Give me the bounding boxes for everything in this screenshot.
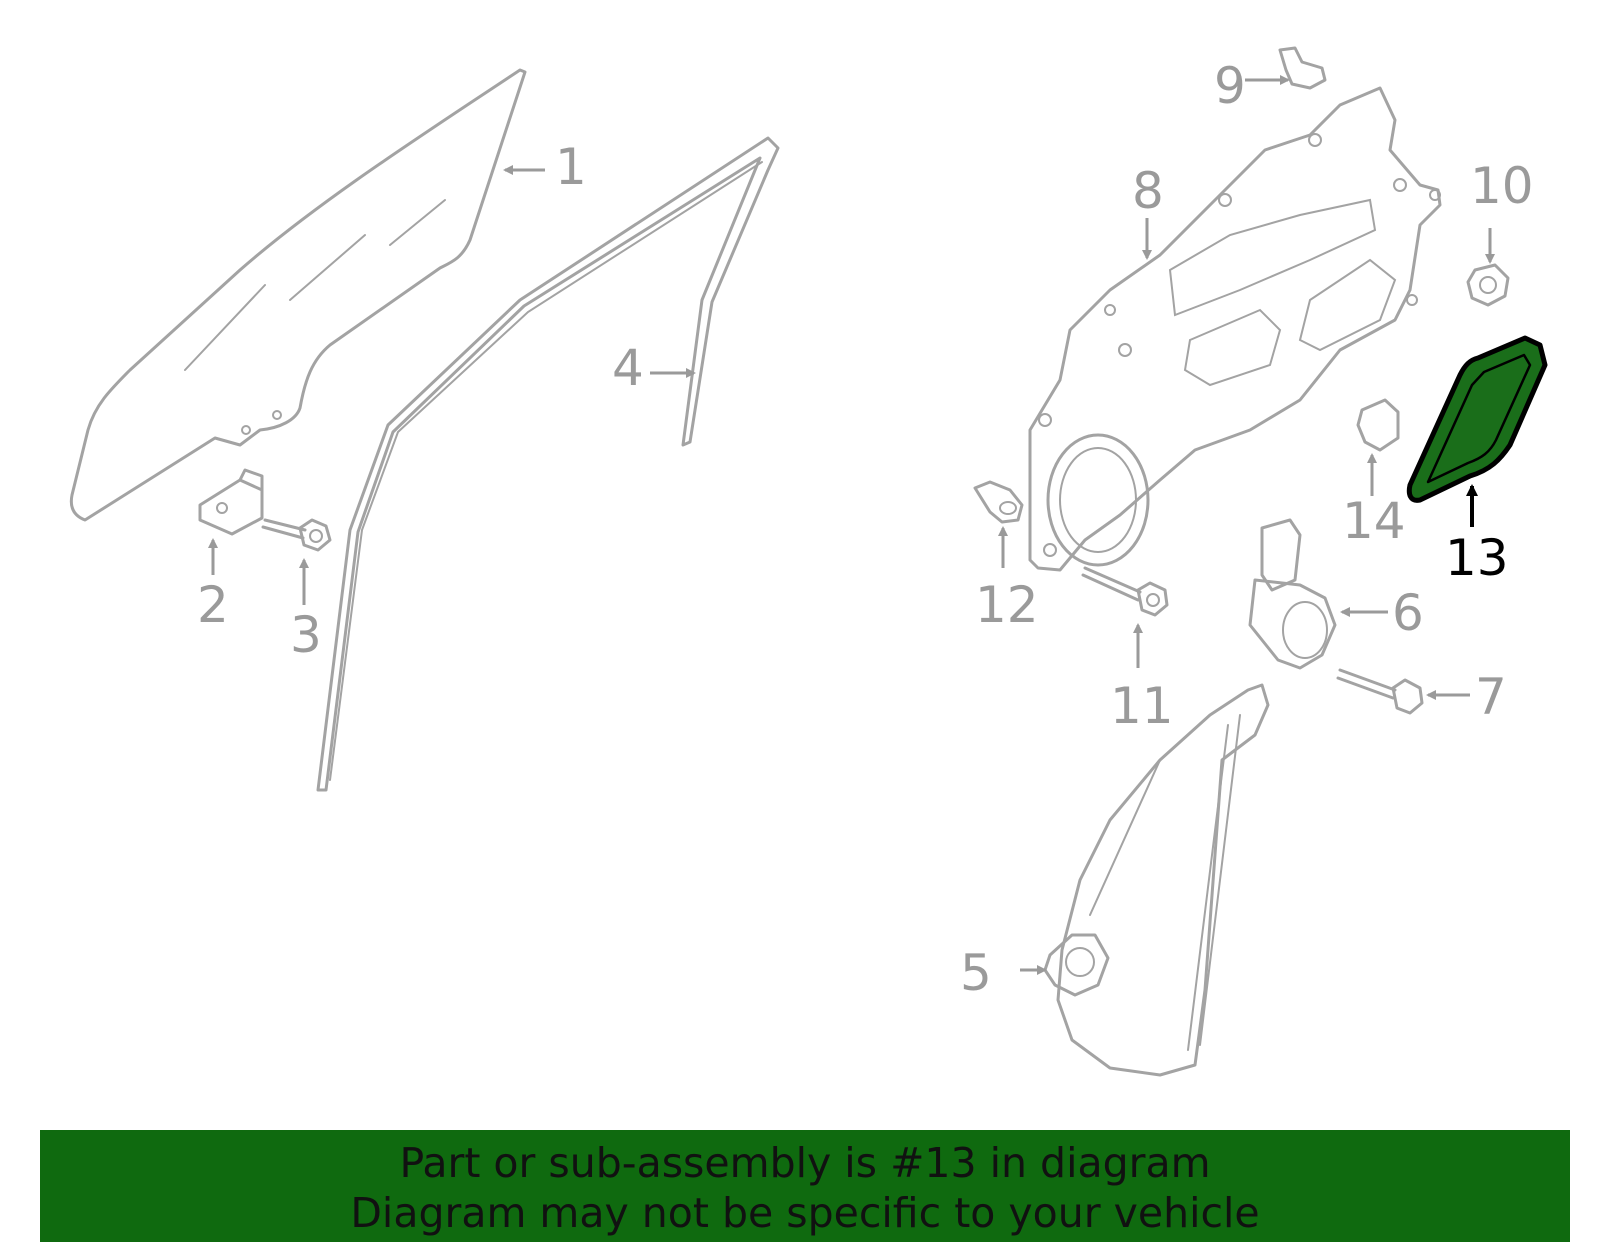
callout-4: 4: [612, 339, 644, 397]
part-4-run-channel[interactable]: [316, 136, 780, 792]
part-9-clip[interactable]: [1278, 46, 1327, 90]
part-6-window-motor[interactable]: [1248, 518, 1337, 670]
callout-6: 6: [1392, 584, 1424, 642]
part-8-door-panel[interactable]: [1028, 86, 1442, 572]
part-1-door-glass[interactable]: [69, 68, 527, 522]
info-banner: Part or sub-assembly is #13 in diagram D…: [40, 1130, 1570, 1242]
callout-1: 1: [555, 138, 587, 196]
part-13-seal-highlighted[interactable]: [1406, 335, 1548, 503]
part-7-bolt[interactable]: [1336, 668, 1424, 715]
callout-10: 10: [1470, 157, 1534, 215]
callout-3: 3: [290, 606, 322, 664]
part-11-bolt[interactable]: [1081, 566, 1169, 617]
banner-line-2: Diagram may not be specific to your vehi…: [350, 1189, 1260, 1237]
callout-8: 8: [1132, 162, 1164, 220]
part-5-window-regulator[interactable]: [1043, 683, 1270, 1077]
callout-arrows: [208, 75, 1495, 975]
part-3-bolt[interactable]: [261, 518, 332, 552]
callout-12: 12: [975, 576, 1039, 634]
callout-7: 7: [1475, 668, 1507, 726]
parts-diagram: 1 2 3 4 5 6 7 8 9 10 11 12 13 14: [69, 46, 1548, 1077]
callout-9: 9: [1214, 57, 1246, 115]
callout-5: 5: [960, 944, 992, 1002]
callout-14: 14: [1342, 492, 1406, 550]
banner-line-1: Part or sub-assembly is #13 in diagram: [399, 1139, 1211, 1187]
part-2-glass-clip[interactable]: [198, 468, 264, 536]
part-12-push-pin[interactable]: [973, 480, 1024, 524]
callout-11: 11: [1110, 677, 1174, 735]
part-10-nut[interactable]: [1466, 263, 1510, 307]
callout-13-highlighted: 13: [1445, 529, 1509, 587]
callout-2: 2: [197, 576, 229, 634]
part-14-plug[interactable]: [1356, 398, 1400, 452]
